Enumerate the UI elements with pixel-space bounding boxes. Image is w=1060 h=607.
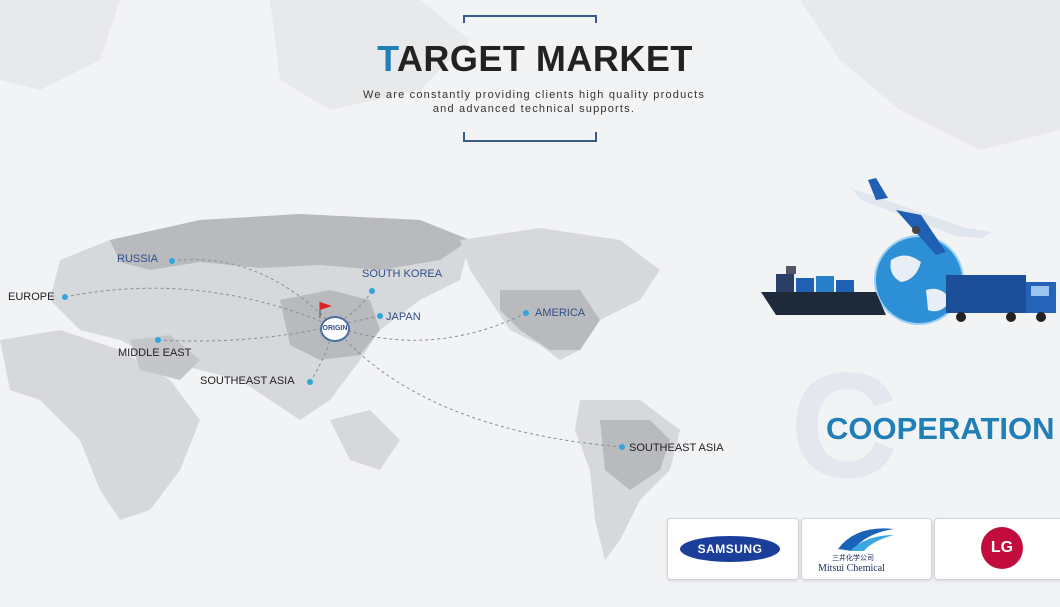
- location-dot: [523, 310, 529, 316]
- location-dot: [307, 379, 313, 385]
- brazil-region: [600, 420, 670, 490]
- title-initial: T: [377, 38, 397, 79]
- partner-card-mitsui: 三井化学公司 Mitsui Chemical: [801, 518, 932, 580]
- origin-badge-label: ORIGIN: [322, 325, 348, 332]
- cooperation-title: COOPERATION: [826, 411, 1055, 446]
- samsung-logo: SAMSUNG: [680, 536, 780, 562]
- russia-region: [110, 214, 470, 270]
- mitsui-wave-icon: [838, 528, 894, 551]
- location-russia: RUSSIA: [117, 253, 158, 265]
- partner-card-samsung: SAMSUNG: [667, 518, 799, 580]
- location-japan: JAPAN: [386, 311, 421, 323]
- location-southeast-asia-1: SOUTHEAST ASIA: [200, 375, 295, 387]
- truck-icon: [946, 275, 1056, 322]
- airplane-icon: [851, 178, 992, 255]
- mitsui-english-name: Mitsui Chemical: [818, 563, 885, 574]
- mitsui-chinese-name: 三井化学公司: [832, 555, 874, 562]
- header-top-rule: [463, 15, 597, 17]
- subtitle-line-1: We are constantly providing clients high…: [362, 89, 706, 101]
- location-south-korea: SOUTH KOREA: [362, 268, 443, 280]
- cooperation-watermark-letter: C: [790, 341, 899, 509]
- location-middle-east: MIDDLE EAST: [118, 347, 192, 359]
- location-dot: [155, 337, 161, 343]
- globe-icon: [874, 235, 964, 325]
- location-southeast-asia-2: SOUTHEAST ASIA: [629, 442, 724, 454]
- lg-logo: LG: [981, 527, 1023, 569]
- usa-region: [500, 290, 600, 350]
- location-america: AMERICA: [535, 307, 586, 319]
- location-dot: [169, 258, 175, 264]
- location-europe: EUROPE: [8, 291, 55, 303]
- subtitle-line-2: and advanced technical supports.: [432, 103, 636, 115]
- location-dot: [62, 294, 68, 300]
- logistics-illustration: [761, 178, 1056, 325]
- origin-marker: ORIGIN: [320, 316, 350, 342]
- title-rest: ARGET MARKET: [396, 38, 693, 79]
- header-bottom-rule: [463, 140, 597, 142]
- location-dot: [377, 313, 383, 319]
- partner-card-lg: LG: [934, 518, 1060, 580]
- page-title: TARGET MARKET: [0, 38, 1060, 80]
- ship-icon: [761, 266, 886, 315]
- location-dot: [619, 444, 625, 450]
- location-dot: [369, 288, 375, 294]
